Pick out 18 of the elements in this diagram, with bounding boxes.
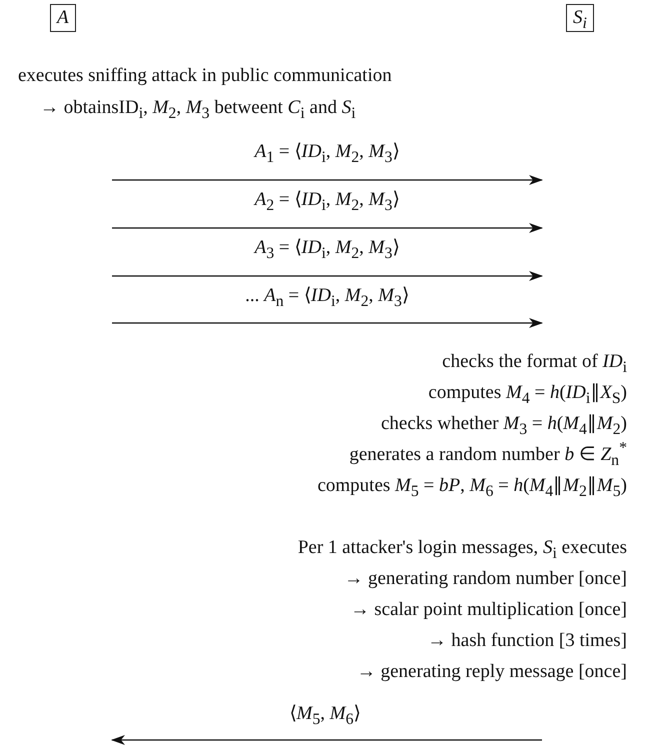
message-label: ⟨M$_{5}$, M$_{6}$⟩ [290,702,360,726]
step-text: checks the format of ID$_{i}$ [442,350,627,374]
step-text: executes sniffing attack in public communication [18,64,392,88]
step-text: computes M$_{4}$ = h(ID$_{i}$∥X$_{S}$) [428,381,627,405]
step-text: → obtainsID$_{i}$, M$_{2}$, M$_{3}$ betweent C$_{i}$ and S$_{i}$ [40,96,356,120]
step-text: computes M$_{5}$ = bP, M$_{6}$ = h(M$_{4}$∥M$_{2}$∥M$_{5}$) [317,474,627,498]
message-label: A$_{1}$ = ⟨ID$_{i}$, M$_{2}$, M$_{3}$⟩ [254,140,400,164]
step-text: → hash function [3 times] [428,629,627,653]
participant-box: S$_{i}$ [566,4,594,32]
message-label: ... A$_{n}$ = ⟨ID$_{i}$, M$_{2}$, M$_{3}$⟩ [245,284,409,308]
step-text: checks whether M$_{3}$ = h(M$_{4}$∥M$_{2}$) [380,412,627,436]
message-label: A$_{2}$ = ⟨ID$_{i}$, M$_{2}$, M$_{3}$⟩ [254,188,400,212]
step-text: → generating reply message [once] [356,660,627,684]
step-text: Per 1 attacker's login messages, S$_{i}$ executes [298,536,627,560]
step-text: → scalar point multiplication [once] [350,598,627,622]
message-label: A$_{3}$ = ⟨ID$_{i}$, M$_{2}$, M$_{3}$⟩ [254,236,400,260]
participant-box: A [50,4,76,32]
step-text: → generating random number [once] [344,567,627,591]
